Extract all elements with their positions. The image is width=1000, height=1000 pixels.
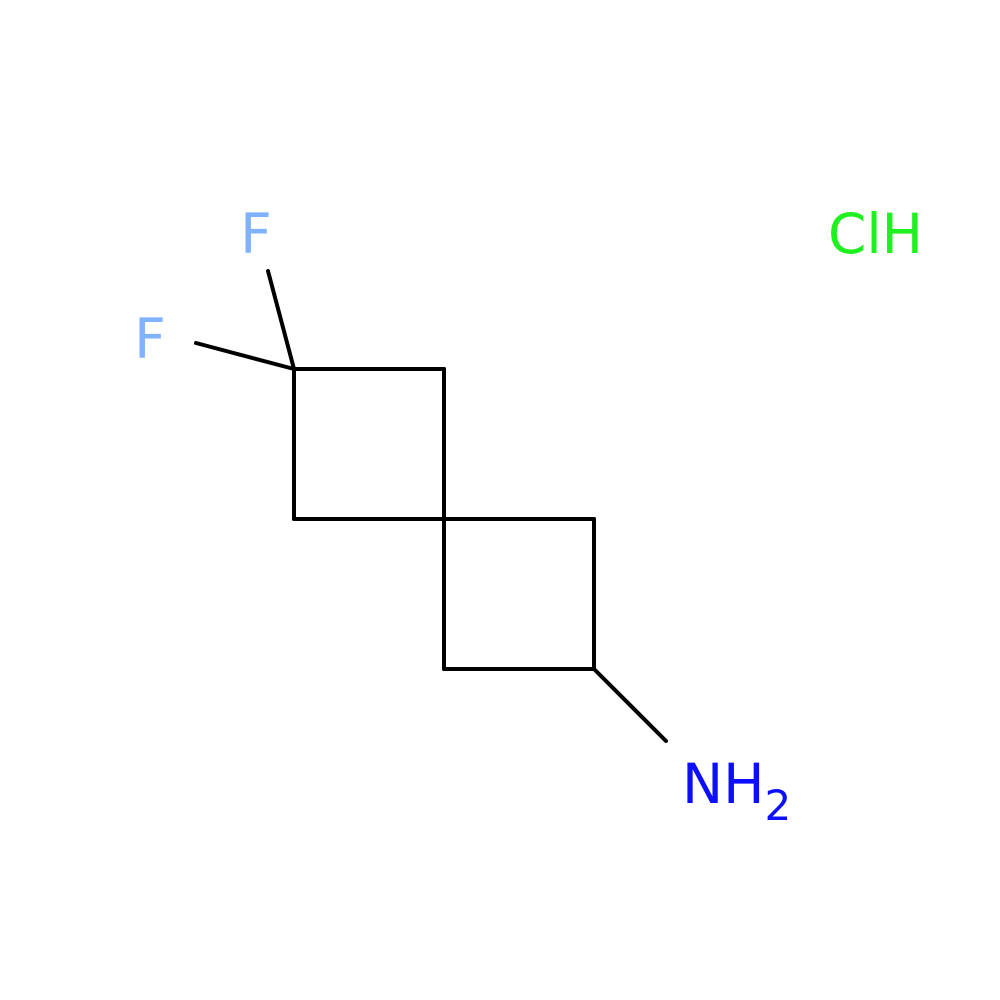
hydrochloride-label: ClH: [828, 202, 923, 266]
bond-c-f: [266, 269, 296, 371]
fluorine-label-top: F: [240, 202, 272, 266]
amine-subscript: 2: [765, 781, 792, 830]
bonds: [194, 269, 668, 743]
bond-c-n: [592, 667, 668, 743]
amine-nh: NH: [682, 752, 765, 816]
bond-c-f: [194, 341, 296, 371]
fluorine-label-left: F: [134, 307, 166, 371]
amine-label: NH2: [682, 752, 791, 830]
